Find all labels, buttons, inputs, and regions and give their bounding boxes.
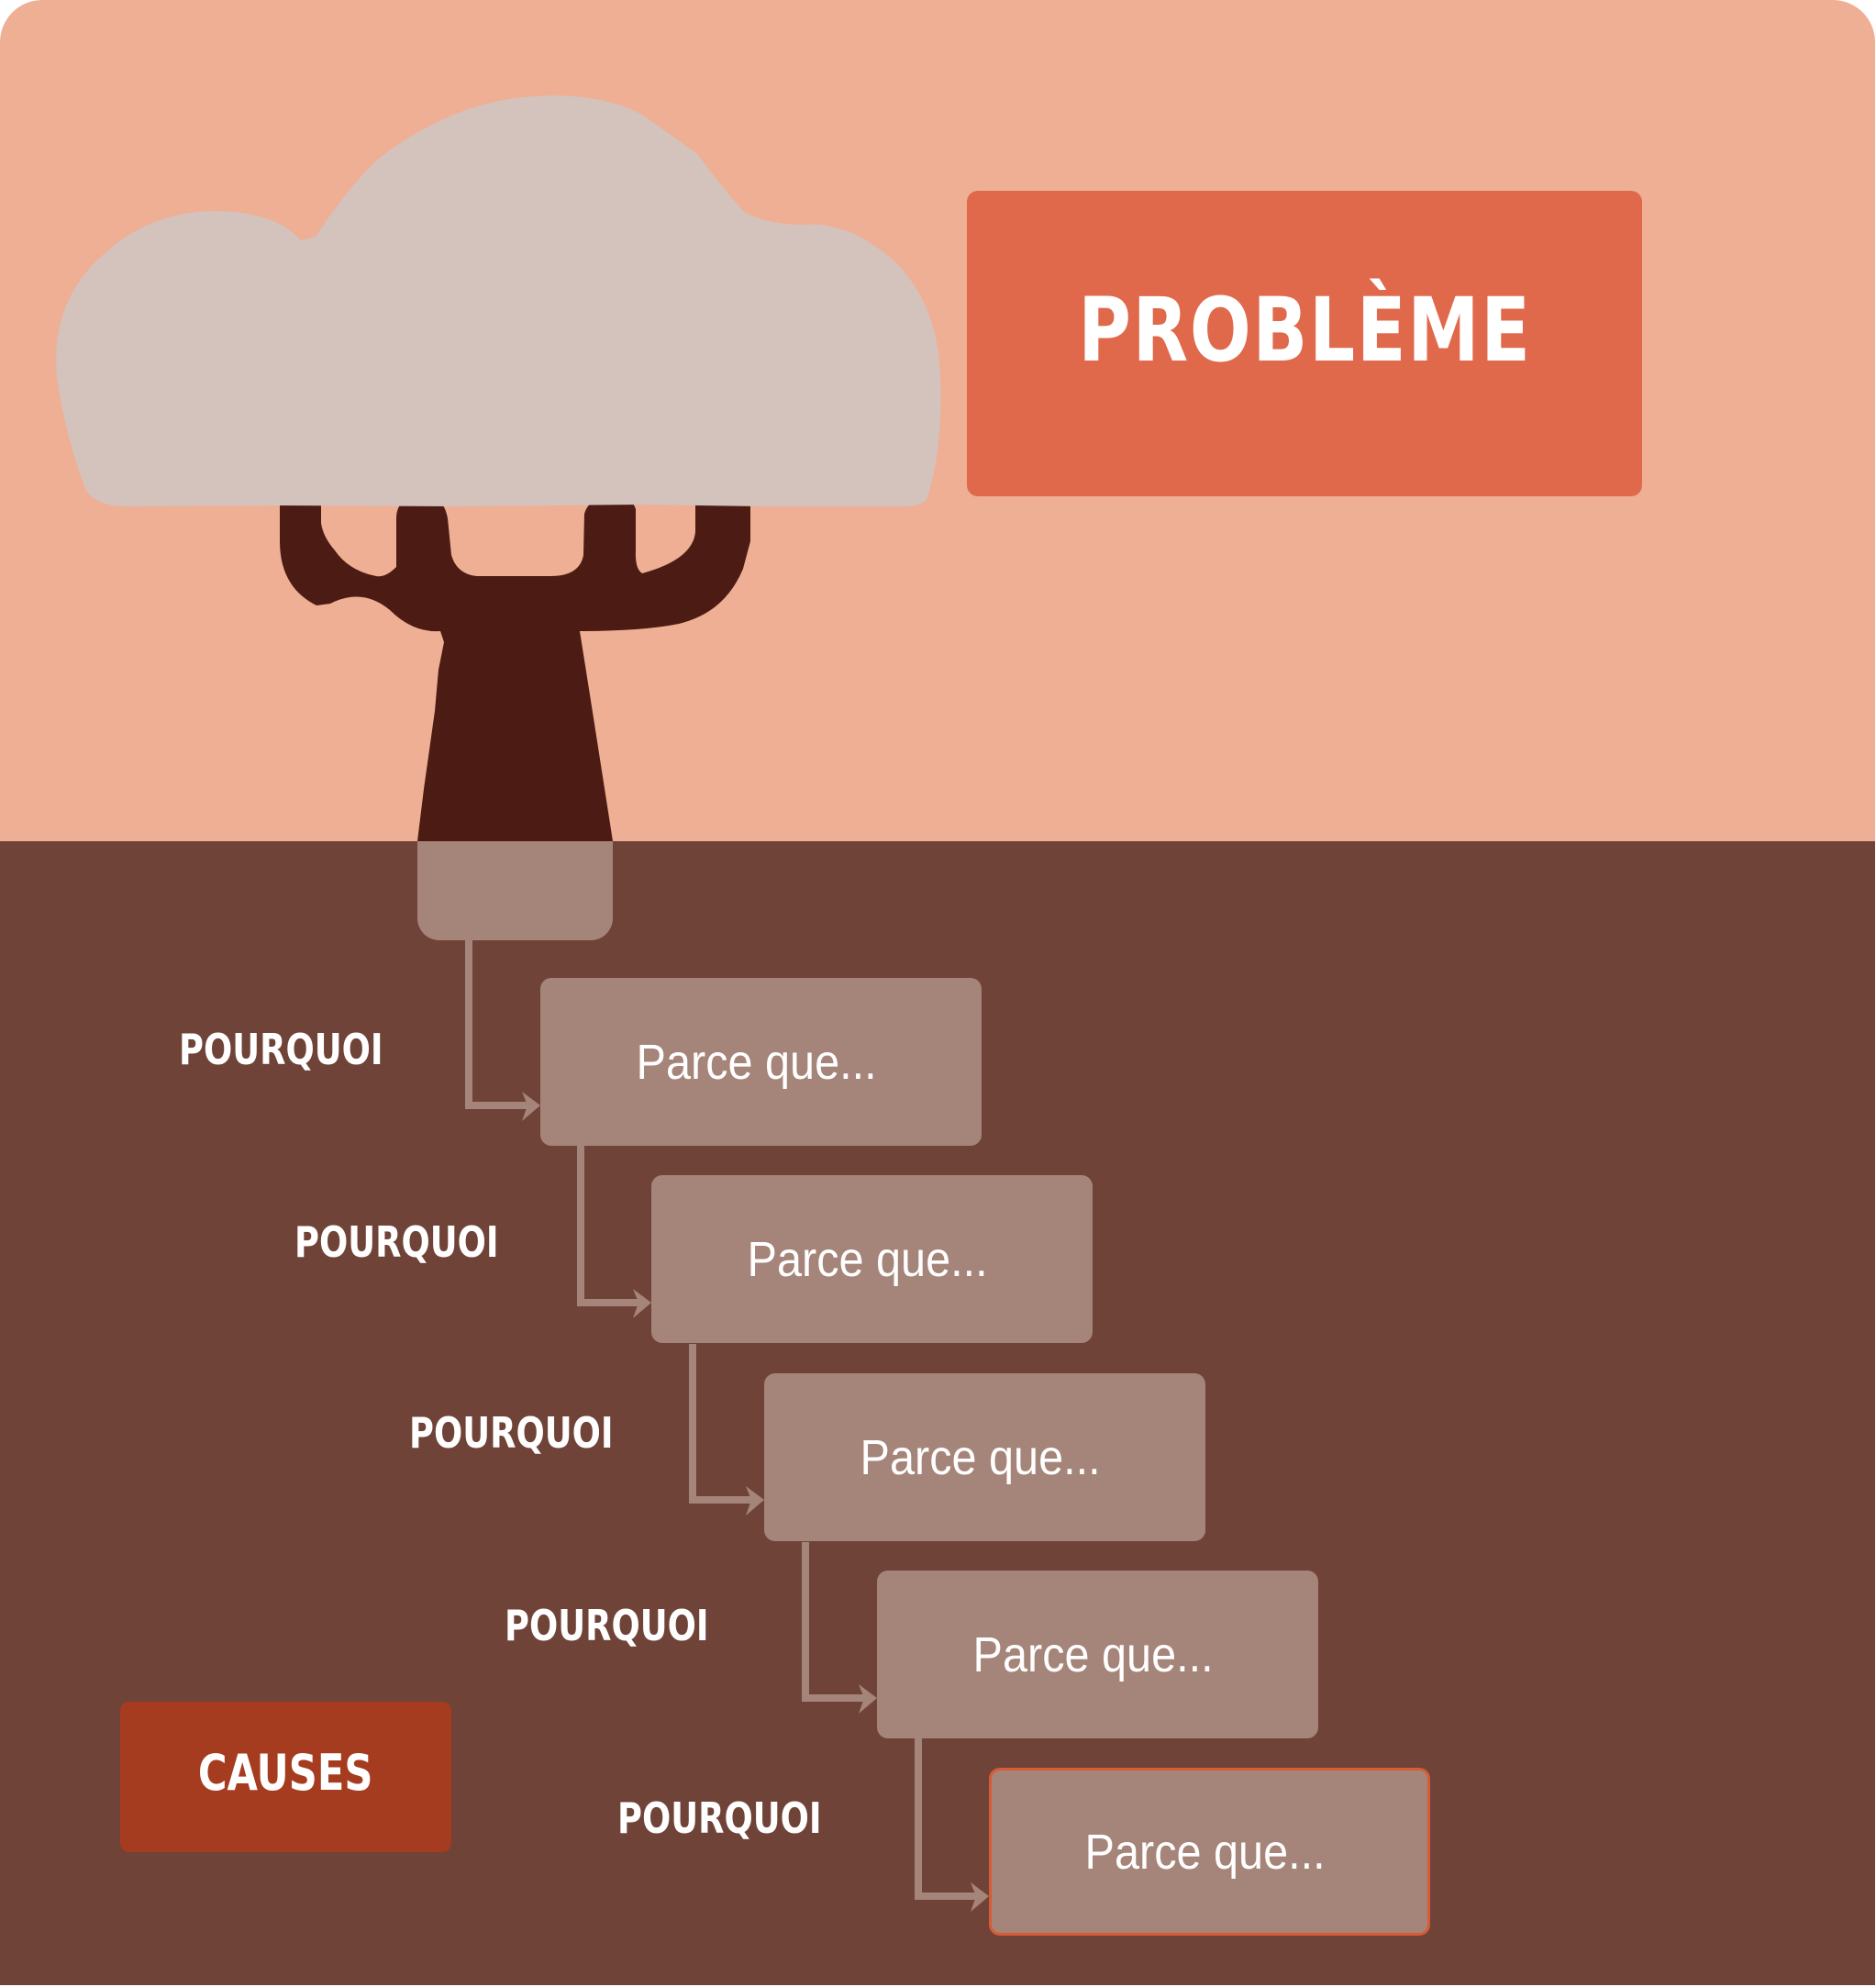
problem-box: PROBLÈME xyxy=(967,191,1642,496)
causes-label: CAUSES xyxy=(198,1743,373,1802)
answer-box-5: Parce que... xyxy=(989,1768,1430,1936)
arrow-head-icon xyxy=(746,1486,764,1515)
causes-box: CAUSES xyxy=(120,1702,451,1852)
tree-icon xyxy=(56,95,941,841)
problem-root xyxy=(417,841,613,940)
answer-text: Parce que... xyxy=(972,1626,1214,1682)
tree-trunk xyxy=(280,495,750,841)
arrow-head-icon xyxy=(971,1882,989,1912)
answer-text: Parce que... xyxy=(747,1231,988,1287)
why-label-4: POURQUOI xyxy=(505,1601,709,1650)
answer-text: Parce que... xyxy=(1084,1824,1326,1880)
arrow-head-icon xyxy=(859,1684,877,1714)
answer-box-2: Parce que... xyxy=(651,1175,1093,1343)
why-label-3: POURQUOI xyxy=(409,1408,614,1458)
answer-text: Parce que... xyxy=(860,1429,1101,1485)
problem-label: PROBLÈME xyxy=(1077,278,1532,382)
answer-text: Parce que... xyxy=(636,1034,877,1090)
arrow-head-icon xyxy=(522,1092,540,1121)
answer-box-3: Parce que... xyxy=(764,1373,1205,1541)
answer-box-4: Parce que... xyxy=(877,1571,1318,1738)
tree-canopy xyxy=(56,95,941,507)
why-label-1: POURQUOI xyxy=(179,1025,383,1074)
arrow-head-icon xyxy=(633,1289,651,1318)
why-label-2: POURQUOI xyxy=(294,1217,499,1267)
answer-box-1: Parce que... xyxy=(540,978,982,1146)
why-label-5: POURQUOI xyxy=(617,1793,822,1843)
